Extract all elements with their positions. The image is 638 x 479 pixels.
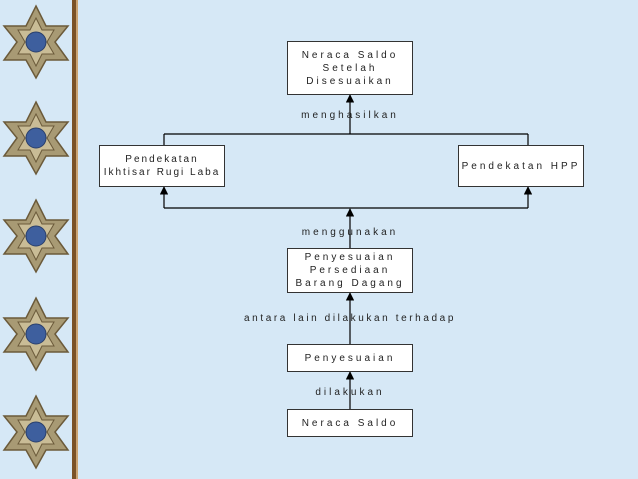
- star-ornament-icon: [2, 100, 70, 176]
- box-line: Setelah: [322, 62, 378, 74]
- box-line: Pendekatan HPP: [461, 160, 581, 172]
- box-line: Persediaan: [309, 265, 391, 276]
- box-line: Neraca Saldo: [301, 49, 399, 61]
- box-pendekatan-ikhtisar: Pendekatan Ikhtisar Rugi Laba: [99, 145, 225, 187]
- box-line: Disesuaikan: [306, 75, 394, 87]
- box-penyesuaian-persediaan: Penyesuaian Persediaan Barang Dagang: [287, 248, 413, 293]
- sidebar-decoration: [0, 0, 72, 479]
- label-dilakukan: dilakukan: [315, 387, 385, 398]
- box-line: Neraca Saldo: [301, 417, 399, 429]
- star-ornament-icon: [2, 4, 70, 80]
- box-line: Penyesuaian: [304, 352, 396, 364]
- box-line: Pendekatan: [125, 154, 199, 165]
- star-ornament-icon: [2, 296, 70, 372]
- star-ornament-icon: [2, 198, 70, 274]
- box-line: Ikhtisar Rugi Laba: [103, 167, 221, 178]
- sidebar-border-light: [76, 0, 78, 479]
- label-antara-lain: antara lain dilakukan terhadap: [244, 313, 456, 324]
- star-ornament-icon: [2, 394, 70, 470]
- box-line: Barang Dagang: [295, 278, 405, 289]
- box-line: Penyesuaian: [304, 252, 396, 263]
- box-neraca-saldo: Neraca Saldo: [287, 409, 413, 437]
- sidebar-border-dark: [72, 0, 76, 479]
- box-penyesuaian: Penyesuaian: [287, 344, 413, 372]
- box-neraca-saldo-disesuaikan: Neraca Saldo Setelah Disesuaikan: [287, 41, 413, 95]
- label-menghasilkan: menghasilkan: [301, 110, 399, 121]
- box-pendekatan-hpp: Pendekatan HPP: [458, 145, 584, 187]
- label-menggunakan: menggunakan: [301, 227, 399, 238]
